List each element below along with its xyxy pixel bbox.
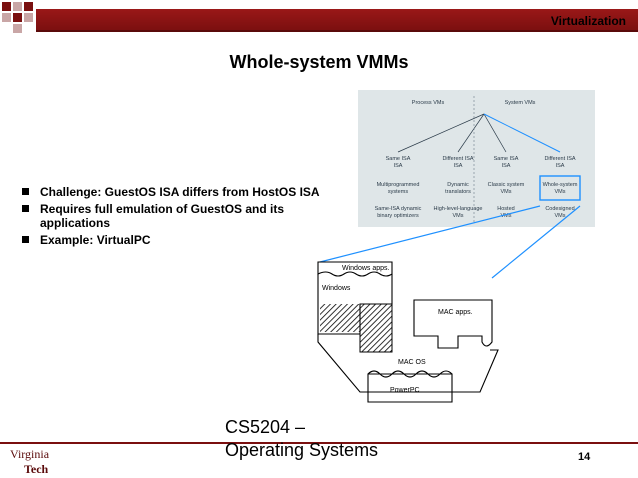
decor-square bbox=[24, 13, 33, 22]
level1-label: Different ISA bbox=[544, 156, 575, 162]
bullet-item: Requires full emulation of GuestOS and i… bbox=[20, 202, 350, 230]
level2-label: Multiprogrammed bbox=[377, 182, 420, 188]
level2-label: Dynamic bbox=[447, 182, 469, 188]
decor-square bbox=[24, 2, 33, 11]
mac-apps-block bbox=[413, 299, 493, 349]
level1-label: Different ISA bbox=[442, 156, 473, 162]
level3-label: VMs bbox=[555, 213, 566, 219]
decor-square bbox=[2, 2, 11, 11]
level1-label: Same ISA bbox=[386, 156, 411, 162]
emulation-layer bbox=[359, 303, 393, 353]
level3-label: Same-ISA dynamic bbox=[375, 206, 422, 212]
mac-apps-label: MAC apps. bbox=[438, 309, 473, 316]
windows-hatched-area bbox=[320, 304, 360, 332]
bullet-text: Requires full emulation of GuestOS and i… bbox=[40, 202, 285, 230]
bullet-item: Challenge: GuestOS ISA differs from Host… bbox=[20, 185, 350, 199]
level3-label: VMs bbox=[453, 213, 464, 219]
logo-line2: Tech bbox=[24, 462, 49, 476]
level1-sublabel: ISA bbox=[454, 163, 463, 169]
powerpc-block bbox=[367, 373, 453, 403]
bullet-item: Example: VirtualPC bbox=[20, 233, 350, 247]
bullet-square-icon bbox=[22, 205, 29, 212]
level3-label: High-level-language bbox=[434, 206, 483, 212]
bullet-list: Challenge: GuestOS ISA differs from Host… bbox=[20, 185, 350, 250]
bullet-square-icon bbox=[22, 236, 29, 243]
root-process-vms: Process VMs bbox=[412, 100, 445, 106]
bullet-text: Challenge: GuestOS ISA differs from Host… bbox=[40, 185, 320, 199]
vm-taxonomy-diagram: Process VMs System VMs Same ISA Differen… bbox=[358, 90, 595, 227]
logo-line1: Virginia bbox=[10, 447, 50, 461]
level2-label: VMs bbox=[555, 189, 566, 195]
level3-label: binary optimizers bbox=[377, 213, 419, 219]
level3-label: VMs bbox=[501, 213, 512, 219]
root-system-vms: System VMs bbox=[505, 100, 536, 106]
powerpc-label: PowerPC bbox=[390, 387, 420, 394]
virginia-tech-logo: Virginia Tech bbox=[10, 447, 49, 477]
virtualpc-stack-diagram: Windows apps. Windows MAC apps. MAC OS P… bbox=[317, 261, 499, 403]
course-line1: CS5204 – bbox=[225, 417, 306, 437]
course-line2: Operating Systems bbox=[225, 440, 379, 460]
connector-lines bbox=[319, 205, 581, 279]
mac-os-label: MAC OS bbox=[398, 359, 426, 366]
level1-sublabel: ISA bbox=[394, 163, 403, 169]
bullet-text: Example: VirtualPC bbox=[40, 233, 151, 247]
page-number: 14 bbox=[578, 451, 591, 463]
section-label: Virtualization bbox=[550, 14, 626, 28]
level3-label: Hosted bbox=[497, 206, 514, 212]
decor-square bbox=[13, 13, 22, 22]
mac-os-block bbox=[317, 334, 499, 393]
powerpc-wave bbox=[367, 370, 453, 378]
decor-square bbox=[2, 13, 11, 22]
windows-apps-block bbox=[317, 261, 393, 277]
header-underline bbox=[36, 30, 638, 32]
level1-sublabel: ISA bbox=[556, 163, 565, 169]
decor-square bbox=[13, 24, 22, 33]
level2-label: VMs bbox=[501, 189, 512, 195]
highlight-edge bbox=[483, 113, 561, 153]
level2-label: Classic system bbox=[488, 182, 525, 188]
bullet-square-icon bbox=[22, 188, 29, 195]
course-name: CS5204 – Operating Systems bbox=[225, 416, 378, 462]
tree-edges bbox=[397, 113, 507, 153]
level3-label: Codesigned bbox=[545, 206, 574, 212]
whole-system-highlight-box bbox=[539, 175, 581, 201]
windows-label: Windows bbox=[322, 285, 351, 292]
windows-apps-label: Windows apps. bbox=[342, 265, 390, 272]
diagram-background bbox=[358, 90, 595, 227]
level2-label: Whole-system bbox=[543, 182, 578, 188]
slide-title: Whole-system VMMs bbox=[229, 52, 409, 72]
top-header-bar: Virtualization bbox=[0, 0, 638, 38]
header-band bbox=[36, 9, 638, 31]
level1-label: Same ISA bbox=[494, 156, 519, 162]
level1-sublabel: ISA bbox=[502, 163, 511, 169]
footer-divider bbox=[0, 442, 638, 444]
level2-label: translators bbox=[445, 189, 471, 195]
decor-square bbox=[13, 2, 22, 11]
level2-label: systems bbox=[388, 189, 408, 195]
